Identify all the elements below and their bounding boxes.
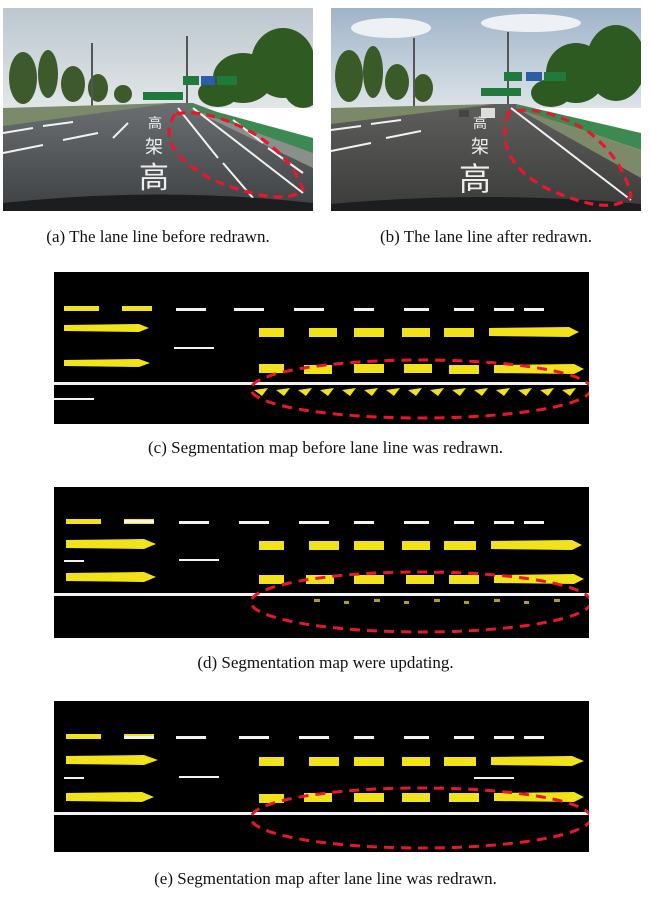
caption-e: (e) Segmentation map after lane line was… [154, 869, 497, 888]
segmentation-map-after [54, 701, 589, 852]
road-marking-text: 高 [473, 115, 487, 132]
road-photo-after: 高 架 高 [331, 8, 641, 211]
road-photo-before: 高 架 高 [3, 8, 313, 211]
road-marking-text: 架 [471, 137, 489, 158]
annotation-ellipse [167, 111, 305, 199]
segmentation-map-updating [54, 487, 589, 638]
road-marking-text: 架 [145, 137, 163, 158]
annotation-ellipse [503, 108, 633, 207]
caption-d: (d) Segmentation map were updating. [197, 653, 454, 672]
annotation-ellipse [249, 786, 589, 850]
road-marking-text: 高 [459, 160, 491, 198]
caption-a: (a) The lane line before redrawn. [46, 227, 270, 246]
annotation-ellipse [249, 570, 589, 634]
segmentation-map-before [54, 272, 589, 424]
road-marking-text: 高 [148, 115, 162, 132]
caption-c: (c) Segmentation map before lane line wa… [148, 438, 503, 457]
annotation-ellipse [249, 358, 589, 420]
road-marking-text: 高 [139, 161, 169, 196]
caption-b: (b) The lane line after redrawn. [379, 227, 593, 246]
